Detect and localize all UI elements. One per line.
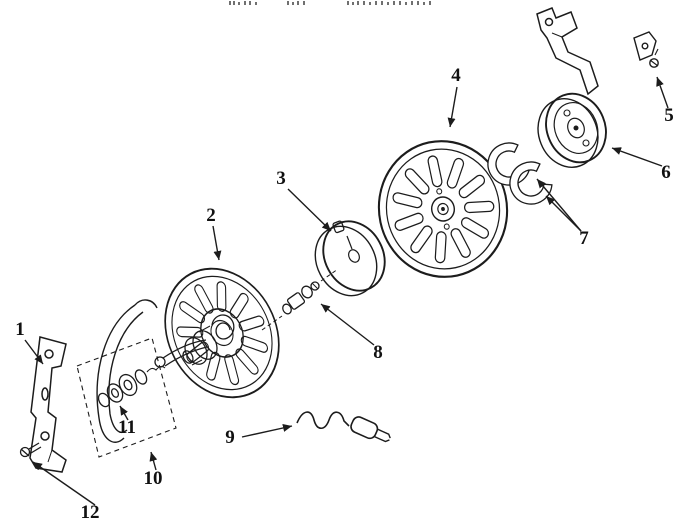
part-7-ring-segments [479, 136, 558, 213]
cover-plate [96, 299, 158, 443]
leader-5 [656, 76, 669, 109]
part-4-spoked-wheel [377, 140, 509, 278]
callout-11: 11 [118, 417, 136, 438]
part-12-screw [19, 442, 42, 458]
part-10-hardware-box [76, 337, 177, 458]
leader-lines [24, 76, 669, 506]
leader-4 [447, 86, 458, 128]
callout-4: 4 [451, 65, 461, 86]
callout-numbers: 1 2 3 4 5 6 7 8 9 10 11 12 [15, 65, 674, 523]
part-6-hub-pulley [537, 92, 607, 168]
leader-12 [32, 461, 96, 506]
leader-7b [536, 178, 582, 232]
cropped-header-text [229, 1, 431, 5]
callout-3: 3 [276, 168, 286, 189]
callout-6: 6 [661, 162, 671, 183]
leader-9 [241, 424, 293, 438]
part-9-power-cord [296, 411, 391, 443]
leader-10 [149, 451, 158, 471]
part-8-contact-plug [261, 268, 339, 331]
part-11-washer-stack [97, 365, 166, 408]
leader-6 [611, 147, 663, 167]
callout-1: 1 [15, 319, 25, 340]
part-3-pulley-disc [314, 220, 386, 297]
leader-3 [287, 188, 332, 232]
callout-9: 9 [225, 427, 235, 448]
callout-2: 2 [206, 205, 216, 226]
callout-12: 12 [81, 502, 100, 523]
leader-2 [212, 225, 222, 261]
callout-8: 8 [373, 342, 383, 363]
part-5-clamp-screw [633, 31, 659, 68]
part-2-hub-detail [182, 314, 235, 366]
callout-10: 10 [144, 468, 163, 489]
part-1-mounting-bracket [29, 336, 67, 473]
leader-1 [24, 339, 44, 365]
leader-11 [119, 405, 129, 421]
leader-8 [320, 303, 375, 346]
callout-5: 5 [664, 105, 674, 126]
callout-7: 7 [579, 228, 589, 249]
upper-mounting-bracket [536, 7, 599, 96]
